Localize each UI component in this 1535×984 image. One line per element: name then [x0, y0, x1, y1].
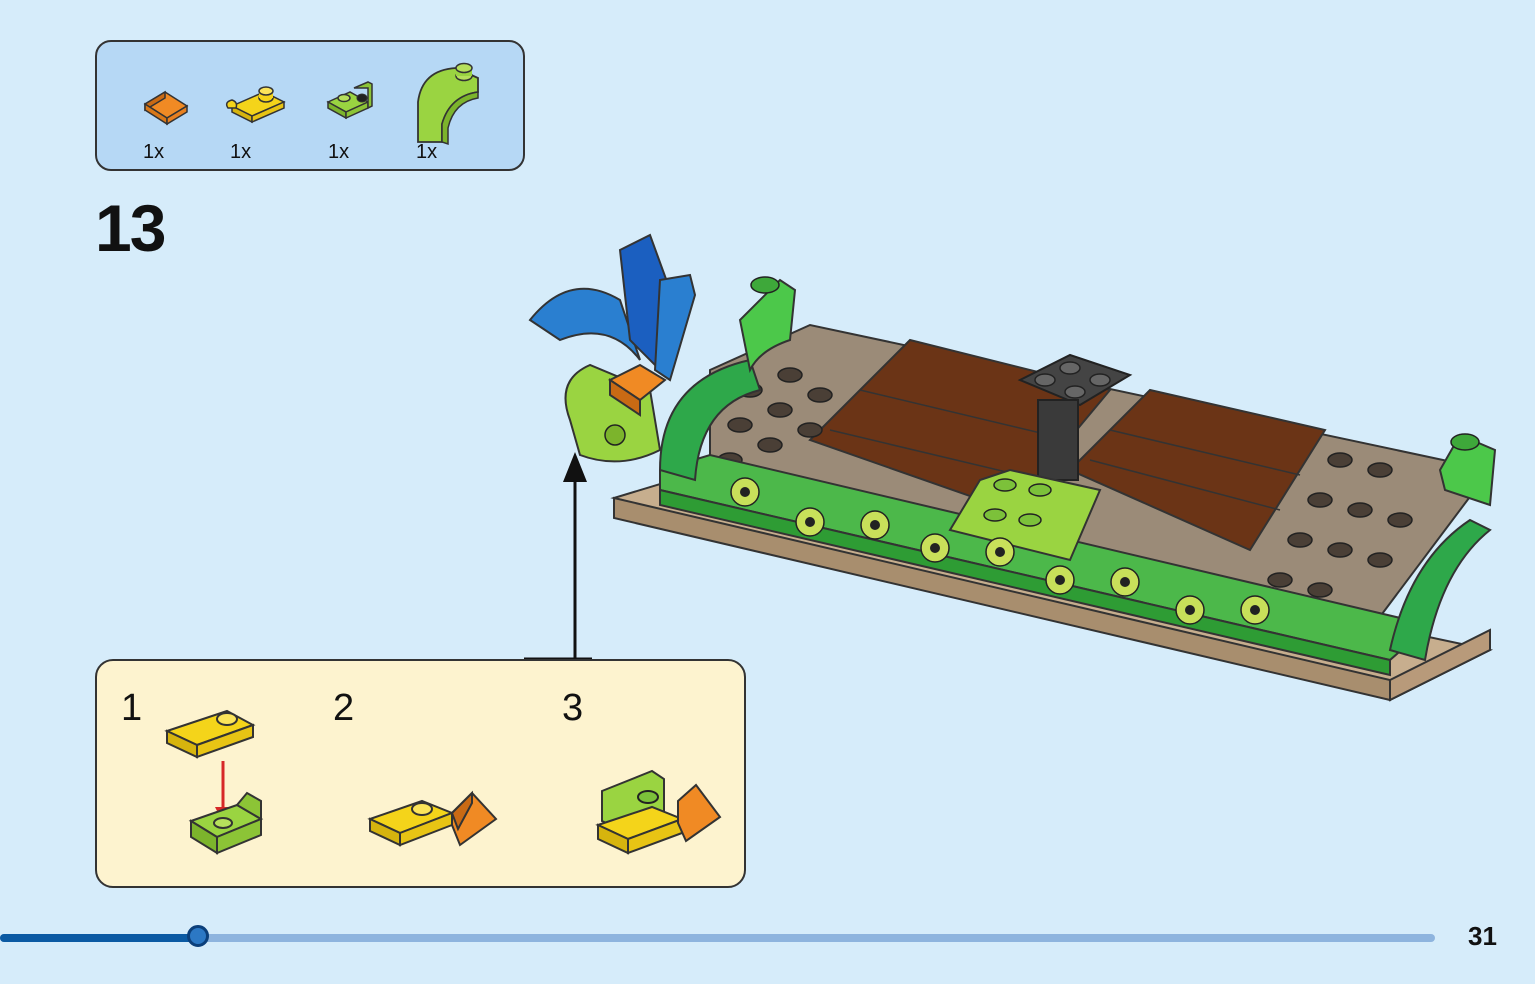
substep-number-3: 3 [562, 687, 584, 729]
progress-fill [0, 934, 199, 942]
lime-curved-slope-icon [417, 62, 479, 146]
substep-3-illustration [595, 769, 722, 855]
part-qty: 1x [328, 141, 350, 163]
part-qty: 1x [230, 141, 252, 163]
progress-knob [187, 925, 210, 947]
step-number: 13 [95, 191, 166, 265]
parts-list-box: 1x 1x 1x 1x [95, 40, 525, 171]
part-orange-slope: 1x [137, 62, 217, 163]
orange-slope-brick-icon [143, 90, 189, 126]
substep-1-illustration [164, 709, 264, 855]
part-yellow-clip: 1x [222, 62, 302, 163]
progress-bar [0, 925, 1435, 947]
substeps-box: 1 2 3 [95, 659, 746, 888]
part-lime-bracket: 1x [322, 62, 402, 163]
lime-bracket-icon [326, 81, 373, 120]
part-lime-curve: 1x [412, 62, 492, 163]
substep-number-2: 2 [333, 687, 355, 729]
substep-2-illustration [367, 790, 498, 847]
page-number: 31 [1468, 921, 1497, 951]
substep-number-1: 1 [121, 687, 143, 729]
main-model-illustration [528, 233, 1497, 702]
yellow-clip-plate-icon [225, 86, 286, 124]
part-qty: 1x [143, 141, 165, 163]
part-qty: 1x [416, 141, 438, 163]
